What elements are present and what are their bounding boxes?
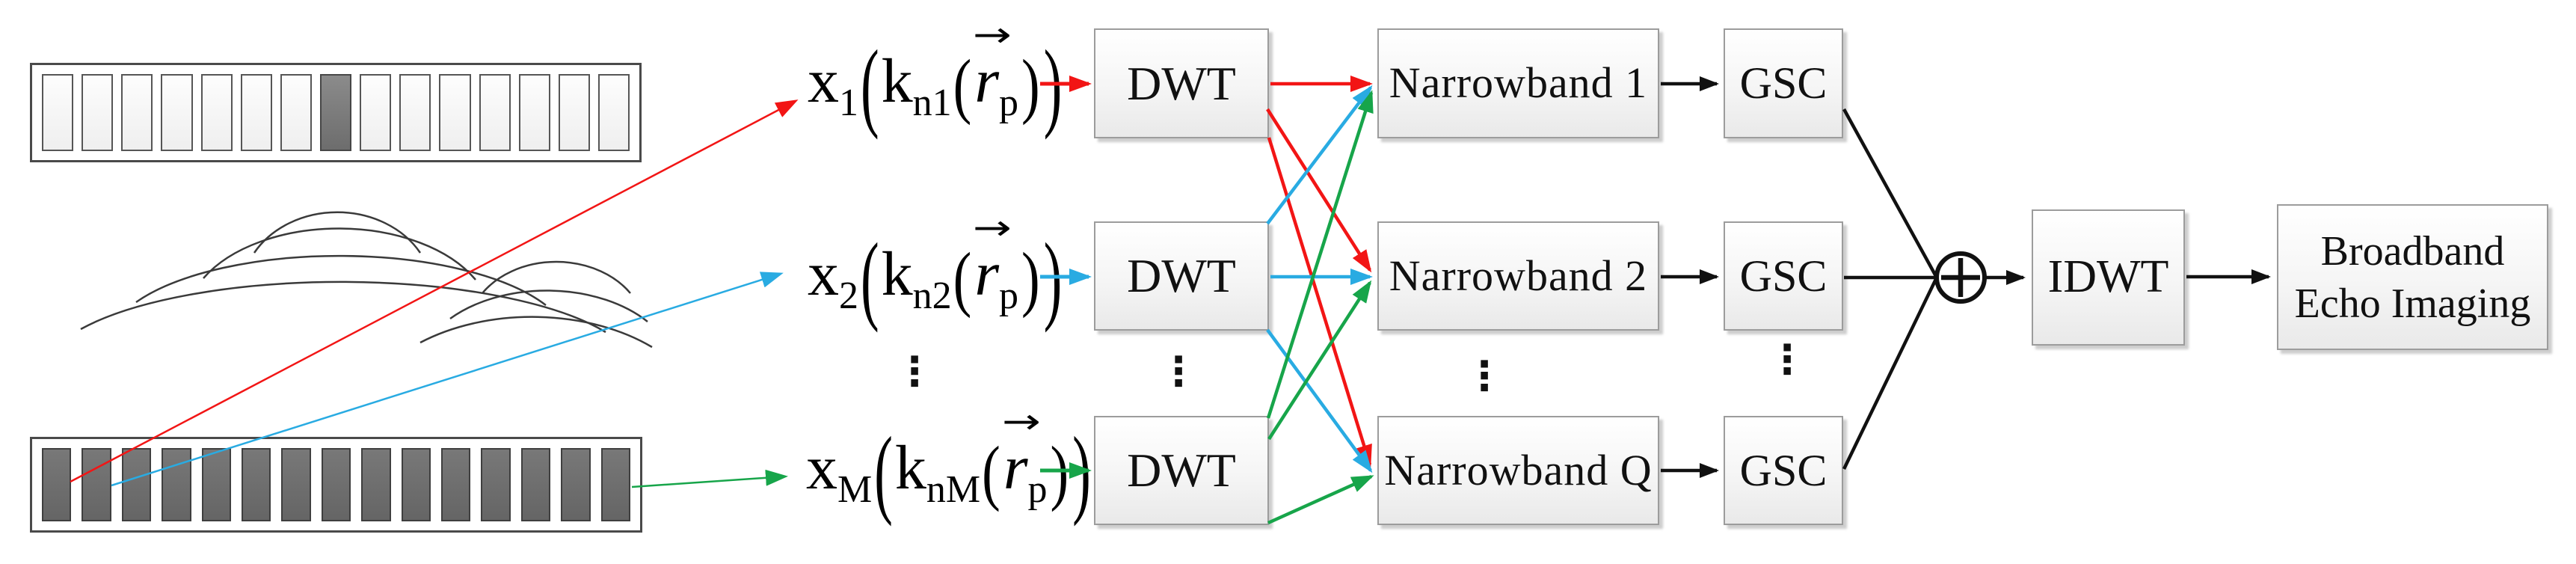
- dwt1-to-nbQ-line: [1267, 137, 1372, 468]
- array-element: [520, 448, 551, 521]
- array-element: [561, 448, 591, 521]
- dwt-3-label: DWT: [1127, 444, 1236, 497]
- array-element: [240, 74, 272, 151]
- narrowband-box-1: Narrowband 1: [1377, 28, 1659, 138]
- narrowband-Q-label: Narrowband Q: [1384, 445, 1653, 494]
- signal-1-func: kn1: [881, 46, 952, 124]
- array-element: [518, 74, 550, 151]
- vertical-ellipsis: ⋮: [1767, 336, 1807, 383]
- gsc-box-Q: GSC: [1724, 416, 1843, 525]
- open-paren: (: [982, 432, 1000, 514]
- signal-2-var: →rp: [973, 206, 1019, 317]
- array-element: [481, 448, 511, 521]
- array-element: [600, 448, 631, 521]
- transmit-array: [30, 437, 642, 533]
- gsc-2-label: GSC: [1739, 251, 1828, 301]
- dwt3-to-nbQ-line: [1267, 474, 1374, 525]
- open-paren: (: [861, 224, 879, 334]
- open-paren: (: [953, 238, 972, 320]
- narrowband-box-Q: Narrowband Q: [1377, 416, 1659, 525]
- signal-M-func: knM: [894, 432, 981, 511]
- dwt2-to-nbQ-line: [1266, 328, 1373, 473]
- gsc-Q-label: GSC: [1739, 445, 1828, 495]
- array-element: [242, 448, 271, 521]
- sum-node: [1934, 251, 1987, 304]
- vertical-ellipsis: ⋮: [1464, 352, 1504, 399]
- open-paren: (: [874, 417, 893, 528]
- signal-label-M: xM(knM(→rp)): [806, 400, 1093, 529]
- array-element: [82, 74, 114, 151]
- narrowband-box-2: Narrowband 2: [1377, 221, 1659, 331]
- array-element: [281, 448, 311, 521]
- gsc1-to-sum-line: [1842, 108, 1938, 279]
- array-element: [597, 74, 630, 151]
- dwt1-to-nb2-line: [1266, 108, 1372, 273]
- array-element: [42, 448, 72, 521]
- array-element: [439, 74, 471, 151]
- close-paren: ): [1050, 432, 1069, 514]
- array-element: [201, 448, 232, 521]
- vertical-ellipsis: ⋮: [1158, 348, 1199, 395]
- signal-M-base: xM: [806, 432, 873, 511]
- dwt-1-label: DWT: [1127, 56, 1236, 110]
- array-element: [441, 448, 471, 521]
- idwt-label: IDWT: [2047, 251, 2169, 303]
- idwt-box: IDWT: [2032, 209, 2185, 346]
- array-element: [161, 74, 193, 151]
- open-paren: (: [953, 45, 972, 127]
- dwt-box-2: DWT: [1094, 221, 1269, 331]
- signal-M-var: →rp: [1001, 400, 1048, 511]
- array-element: [200, 74, 233, 151]
- array-to-signal2-line: [111, 272, 784, 487]
- signal-label-2: x2(kn2(→rp)): [808, 206, 1064, 335]
- array-element: [121, 448, 152, 521]
- vertical-ellipsis: ⋮: [894, 348, 935, 395]
- dwt-box-1: DWT: [1094, 28, 1269, 138]
- dwt3-to-nb1-line: [1266, 90, 1374, 419]
- gsc-box-2: GSC: [1724, 221, 1843, 331]
- signal-2-func: kn2: [881, 239, 952, 317]
- close-paren: ): [1021, 238, 1040, 320]
- array-to-signalM-line: [631, 469, 788, 488]
- array-element: [479, 74, 511, 151]
- signal-1-base: x1: [808, 46, 858, 124]
- dwt-2-label: DWT: [1127, 249, 1236, 302]
- gsc-1-label: GSC: [1739, 58, 1828, 108]
- array-element: [162, 448, 191, 521]
- narrowband-1-label: Narrowband 1: [1389, 58, 1648, 108]
- signal-label-1: x1(kn1(→rp)): [808, 13, 1064, 142]
- close-paren: ): [1021, 45, 1040, 127]
- broadband-echo-imaging-label: Broadband Echo Imaging: [2294, 227, 2531, 327]
- broadband-echo-imaging-box: Broadband Echo Imaging: [2277, 204, 2548, 350]
- array-element: [401, 448, 431, 521]
- array-element: [361, 448, 391, 521]
- dwt3-to-nb2-line: [1267, 280, 1372, 441]
- narrowband-2-label: Narrowband 2: [1389, 251, 1648, 300]
- receive-array: [30, 63, 642, 162]
- vector-arrow-icon: →: [973, 13, 1012, 55]
- array-element: [121, 74, 153, 151]
- array-element: [42, 74, 74, 151]
- open-paren: (: [861, 31, 879, 141]
- signal-1-var: →rp: [973, 13, 1019, 124]
- array-element: [82, 448, 111, 521]
- array-to-signal1-line: [70, 99, 799, 483]
- array-element: [360, 74, 392, 151]
- array-element: [321, 448, 351, 521]
- signal-2-base: x2: [808, 239, 858, 317]
- close-paren: ): [1043, 31, 1063, 141]
- gsc-box-1: GSC: [1724, 28, 1843, 138]
- wavefront-arcs: [80, 211, 653, 349]
- array-element: [558, 74, 590, 151]
- vector-arrow-icon: →: [1001, 400, 1041, 441]
- dwt2-to-nb1-line: [1266, 85, 1373, 225]
- close-paren: ): [1043, 224, 1063, 334]
- array-element: [280, 74, 312, 151]
- array-element: [399, 74, 431, 151]
- array-element-active: [319, 74, 352, 151]
- gscQ-to-sum-line: [1842, 277, 1939, 470]
- dwt-box-3: DWT: [1094, 416, 1269, 525]
- vector-arrow-icon: →: [973, 206, 1012, 248]
